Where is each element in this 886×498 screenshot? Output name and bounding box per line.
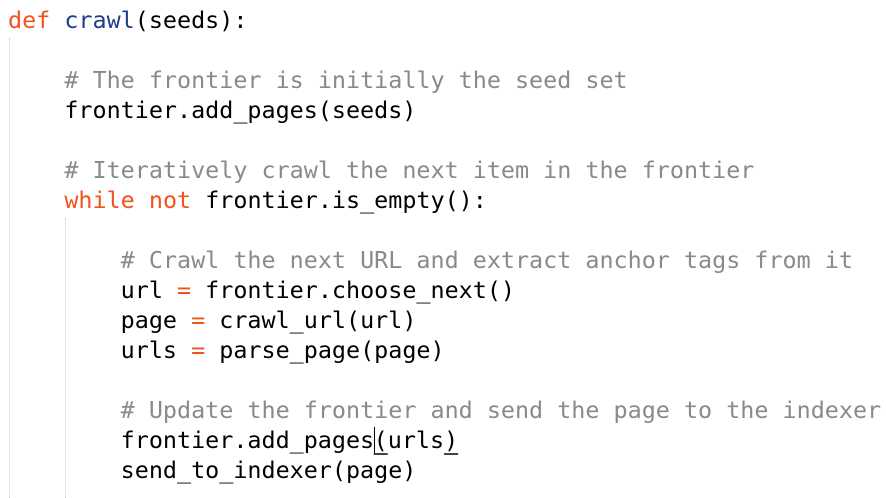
indent-guide-level-1	[9, 38, 10, 498]
code-line[interactable]: frontier.add_pages(urls)	[8, 425, 881, 455]
code-token	[8, 246, 121, 274]
code-token: url	[8, 276, 177, 304]
code-line[interactable]: page = crawl_url(url)	[8, 305, 881, 335]
indent-guide-level-2	[65, 218, 66, 498]
matching-bracket: (	[373, 426, 388, 454]
operator-token: =	[177, 276, 192, 304]
code-token: frontier.add_pages	[8, 426, 375, 454]
code-line[interactable]	[8, 215, 881, 245]
code-line[interactable]: # The frontier is initially the seed set	[8, 65, 881, 95]
code-token	[8, 396, 121, 424]
code-token: frontier.add_pages(seeds)	[8, 96, 417, 124]
code-token	[135, 186, 149, 214]
text-cursor	[374, 427, 376, 453]
code-line[interactable]	[8, 125, 881, 155]
function-name-token: crawl	[64, 6, 135, 34]
code-token: (seeds):	[134, 6, 248, 34]
code-token: frontier.choose_next()	[191, 276, 515, 304]
code-token	[50, 6, 64, 34]
code-line[interactable]: urls = parse_page(page)	[8, 335, 881, 365]
code-token	[8, 66, 64, 94]
code-line[interactable]	[8, 35, 881, 65]
code-line[interactable]: url = frontier.choose_next()	[8, 275, 881, 305]
keyword-token: def	[8, 6, 51, 34]
operator-token: =	[191, 306, 206, 334]
code-area[interactable]: def crawl(seeds): # The frontier is init…	[8, 5, 881, 485]
code-token	[8, 186, 64, 214]
code-line[interactable]: # Crawl the next URL and extract anchor …	[8, 245, 881, 275]
code-token: parse_page(page)	[205, 336, 445, 364]
code-line[interactable]: # Iteratively crawl the next item in the…	[8, 155, 881, 185]
code-token: urls	[8, 336, 192, 364]
comment-token: # Crawl the next URL and extract anchor …	[120, 246, 853, 274]
code-token: crawl_url(url)	[205, 306, 417, 334]
code-token	[8, 156, 64, 184]
comment-token: # Update the frontier and send the page …	[120, 396, 882, 424]
code-line[interactable]: send_to_indexer(page)	[8, 455, 881, 485]
code-token: send_to_indexer(page)	[8, 456, 417, 484]
code-line[interactable]: frontier.add_pages(seeds)	[8, 95, 881, 125]
code-line[interactable]: while not frontier.is_empty():	[8, 185, 881, 215]
code-line[interactable]	[8, 365, 881, 395]
keyword-token: not	[148, 186, 192, 214]
keyword-token: while	[64, 186, 135, 214]
comment-token: # The frontier is initially the seed set	[64, 66, 628, 94]
code-line[interactable]: def crawl(seeds):	[8, 5, 881, 35]
matching-bracket: )	[444, 426, 459, 454]
code-token: urls	[387, 426, 445, 454]
code-token: page	[8, 306, 192, 334]
comment-token: # Iteratively crawl the next item in the…	[64, 156, 755, 184]
operator-token: =	[191, 336, 206, 364]
code-token: frontier.is_empty():	[191, 186, 487, 214]
code-line[interactable]: # Update the frontier and send the page …	[8, 395, 881, 425]
